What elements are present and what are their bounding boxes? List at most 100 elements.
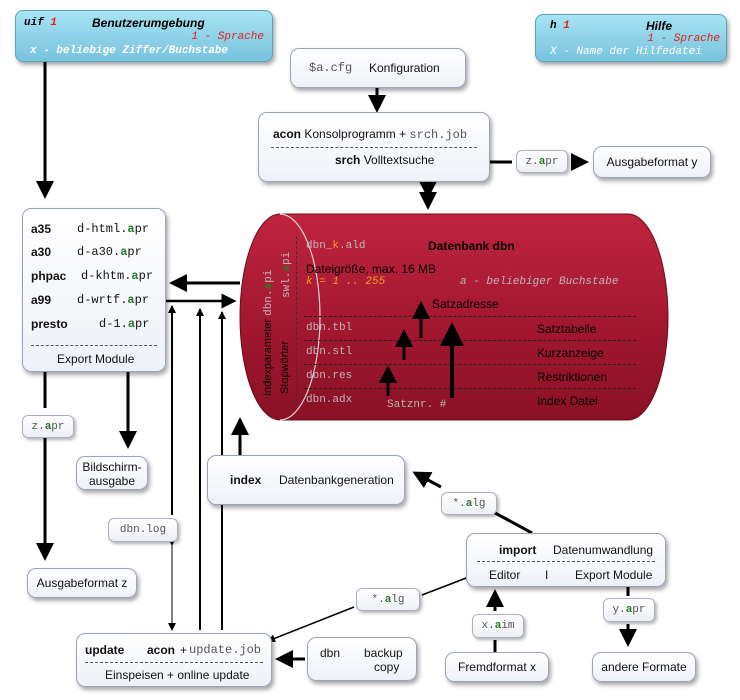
db-a-desc: a - beliebiger Buchstabe (460, 276, 619, 288)
db-row-file: dbn.tbl (306, 322, 353, 334)
bildschirm-box: Bildschirm- ausgabe (76, 456, 148, 490)
export-file-pre: d-1. (99, 317, 128, 331)
alg-top-post: lg (472, 497, 486, 510)
yapr-a: a (625, 604, 633, 616)
index-file-a: a (263, 282, 275, 290)
config-label: Konfiguration (369, 61, 440, 75)
xaim-post: im (501, 620, 515, 632)
index-label: Datenbankgeneration (279, 473, 394, 487)
bildschirm-line2: ausgabe (88, 474, 136, 488)
help-box: h 1 Hilfe 1 - Sprache X - Name der Hilfe… (535, 14, 727, 62)
update-divider (85, 662, 263, 663)
update-name: update (85, 643, 125, 657)
acon-job: srch.job (409, 128, 468, 142)
db-row-file: dbn.adx (306, 394, 353, 406)
dbn-log-text: dbn.log (119, 524, 167, 536)
export-file-a: a (127, 222, 135, 236)
fremdformat-label: Fremdformat x (457, 660, 536, 674)
import-export: Export Module (575, 568, 653, 582)
import-editor: Editor (489, 568, 521, 582)
db-row-label: Index Datei (537, 394, 598, 408)
index-name: index (230, 473, 262, 487)
yapr-pre: y. (612, 604, 626, 616)
export-name: a35 (31, 222, 52, 236)
db-file-post: .ald (339, 240, 366, 252)
db-k-range: k = 1 .. 255 (306, 276, 386, 288)
import-label: Datenumwandlung (553, 543, 654, 557)
db-main-file: dbn_k.ald (306, 240, 365, 252)
db-row-file: dbn.stl (306, 346, 353, 358)
zapr-left-pre: z. (31, 420, 45, 433)
andere-formate-box: andere Formate (592, 652, 696, 682)
import-box: import Datenumwandlung Editor I Export M… (466, 533, 666, 587)
ausgabe-z-label: Ausgabeformat z (36, 576, 128, 590)
ausgabe-y-box: Ausgabeformat y (593, 146, 711, 178)
acon-name: acon (273, 127, 302, 141)
zapr-top-a: a (538, 155, 546, 168)
zapr-top-post: pr (545, 155, 559, 168)
export-divider (31, 345, 157, 346)
backup-line2: copy (374, 660, 400, 674)
update-plus: + (180, 643, 188, 657)
srch-desc: Volltextsuche (363, 153, 435, 167)
db-file-k: k (332, 240, 340, 252)
export-footer: Export Module (57, 352, 135, 366)
export-name: a99 (31, 293, 52, 307)
update-box: update acon + update.job Einspeisen + on… (76, 633, 272, 687)
alg-mid-pre: *. (371, 593, 385, 606)
config-box: $a.cfg Konfiguration (290, 48, 466, 88)
xaim-pre: x. (481, 620, 495, 632)
import-sep: I (545, 568, 549, 582)
db-title: Datenbank dbn (428, 239, 515, 253)
export-name: presto (31, 317, 68, 331)
help-title: Hilfe (646, 19, 673, 33)
help-num: 1 (563, 20, 570, 32)
backup-box: dbn backup copy (307, 637, 417, 681)
export-file-post: pr (134, 222, 150, 236)
stopwoerter-text: Stopwörter (279, 340, 291, 394)
db-satzadresse: Satzadresse (432, 297, 499, 311)
fremdformat-box: Fremdformat x (445, 652, 549, 682)
stopwoerter-label: Stopwörter (279, 341, 291, 394)
export-file-post: pr (138, 269, 154, 283)
export-file-a: a (127, 293, 135, 307)
indexparameter-label: Indexparameter dbn.api (262, 270, 275, 396)
update-acon: acon (147, 643, 176, 657)
help-desc: X - Name der Hilfedatei (550, 46, 702, 58)
alg-mid-post: lg (391, 593, 405, 606)
export-name: a30 (31, 245, 52, 259)
db-row-line (304, 316, 636, 317)
help-lang: 1 - Sprache (647, 33, 720, 45)
zapr-left-a: a (44, 420, 52, 433)
andere-formate-label: andere Formate (601, 660, 687, 674)
export-file-pre: d-a30. (77, 245, 121, 259)
index-file-post: pi (263, 269, 275, 283)
index-file-pre: dbn. (263, 289, 275, 316)
export-file-a: a (120, 245, 128, 259)
stop-file-label: swl.api (281, 252, 293, 298)
export-file-pre: d-wrtf. (77, 293, 128, 307)
db-row-file: dbn.res (306, 370, 353, 382)
dbn-log-tag: dbn.log (108, 518, 178, 542)
index-box: index Datenbankgeneration (207, 455, 405, 505)
db-row-line (304, 340, 636, 341)
ausgabe-z-box: Ausgabeformat z (27, 568, 137, 598)
arrow-import-to-update (267, 574, 475, 643)
alg-top-pre: *. (452, 497, 466, 510)
db-size: Dateigröße, max. 16 MB (306, 262, 437, 276)
export-modules-box: a35 d-html.apr a30 d-a30.apr phpac d-kht… (22, 208, 166, 372)
stop-file-pre: swl. (281, 271, 293, 298)
import-name: import (499, 543, 537, 557)
alg-top-a: a (465, 497, 473, 510)
acon-srch-box: acon Konsolprogramm + srch.job srch Voll… (258, 112, 490, 182)
srch-name: srch (335, 153, 361, 167)
yapr-post: pr (632, 604, 646, 616)
indexparameter-text: Indexparameter (262, 318, 274, 396)
export-file-pre: d-html. (77, 222, 128, 236)
db-satznr: Satznr. # (387, 399, 447, 411)
